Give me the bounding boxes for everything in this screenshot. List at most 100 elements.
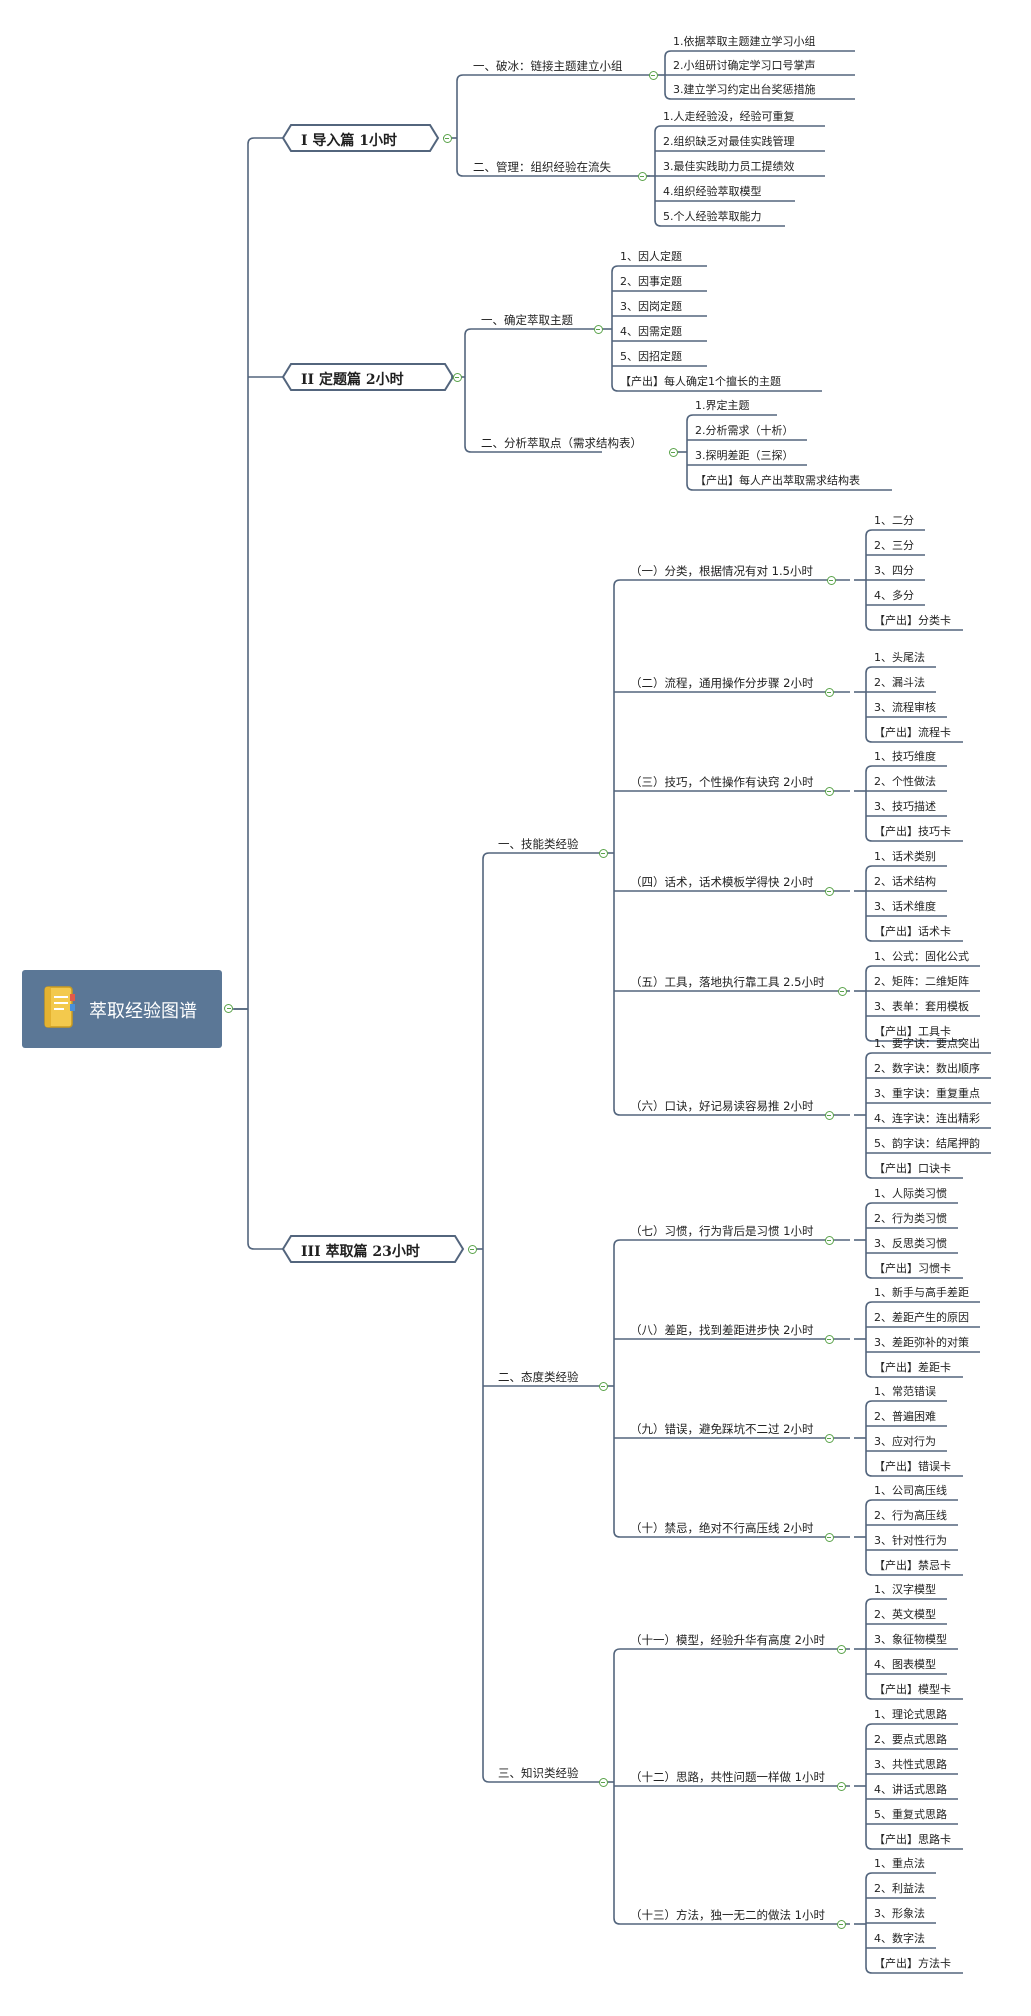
topic-label[interactable]: （十三）方法，独一无二的做法 1小时: [630, 1908, 825, 1922]
leaf-item[interactable]: 5、韵字诀：结尾押韵: [874, 1137, 980, 1150]
leaf-item[interactable]: 3、技巧描述: [874, 800, 936, 813]
leaf-item[interactable]: 【产出】思路卡: [874, 1833, 951, 1846]
topic-collapse-toggle[interactable]: [837, 986, 847, 996]
leaf-item[interactable]: 3、共性式思路: [874, 1758, 947, 1771]
leaf-item[interactable]: 2.小组研讨确定学习口号掌声: [673, 59, 816, 72]
topic-collapse-toggle[interactable]: [836, 1781, 846, 1791]
leaf-item[interactable]: 【产出】话术卡: [874, 925, 951, 938]
topic-label[interactable]: （一）分类，根据情况有对 1.5小时: [630, 564, 813, 578]
leaf-item[interactable]: 3.建立学习约定出台奖惩措施: [673, 83, 816, 96]
leaf-item[interactable]: 1、人际类习惯: [874, 1187, 947, 1200]
leaf-item[interactable]: 3.最佳实践助力员工提绩效: [663, 160, 795, 173]
branch-collapse-toggle[interactable]: [648, 70, 658, 80]
leaf-item[interactable]: 1、常范错误: [874, 1385, 936, 1398]
leaf-item[interactable]: 3、形象法: [874, 1907, 925, 1920]
leaf-item[interactable]: 2、行为类习惯: [874, 1212, 947, 1225]
leaf-item[interactable]: 5.个人经验萃取能力: [663, 210, 762, 223]
category-collapse-toggle[interactable]: [598, 1777, 608, 1787]
topic-label[interactable]: （十）禁忌，绝对不行高压线 2小时: [630, 1521, 814, 1535]
leaf-item[interactable]: 3、话术维度: [874, 900, 936, 913]
topic-collapse-toggle[interactable]: [824, 687, 834, 697]
leaf-item[interactable]: 4.组织经验萃取模型: [663, 185, 762, 198]
leaf-item[interactable]: 1、公司高压线: [874, 1484, 947, 1497]
leaf-item[interactable]: 【产出】工具卡: [874, 1025, 951, 1038]
leaf-item[interactable]: 【产出】分类卡: [874, 614, 951, 627]
branch-label[interactable]: 一、确定萃取主题: [481, 313, 573, 327]
topic-collapse-toggle[interactable]: [824, 1110, 834, 1120]
branch-collapse-toggle[interactable]: [637, 171, 647, 181]
branch-collapse-toggle[interactable]: [668, 447, 678, 457]
section-2-collapse-toggle[interactable]: [452, 372, 462, 382]
leaf-item[interactable]: 3.探明差距（三探）: [695, 449, 794, 462]
topic-label[interactable]: （五）工具，落地执行靠工具 2.5小时: [630, 975, 825, 989]
leaf-item[interactable]: 5、重复式思路: [874, 1808, 947, 1821]
section-2-title[interactable]: II 定题篇 2小时: [301, 372, 404, 388]
topic-collapse-toggle[interactable]: [824, 1433, 834, 1443]
leaf-item[interactable]: 1、重点法: [874, 1857, 925, 1870]
leaf-item[interactable]: 3、反思类习惯: [874, 1237, 947, 1250]
category-label[interactable]: 二、态度类经验: [498, 1370, 579, 1384]
leaf-item[interactable]: 4、因需定题: [620, 325, 682, 338]
leaf-item[interactable]: 2、普遍困难: [874, 1410, 936, 1423]
branch-label[interactable]: 二、分析萃取点（需求结构表）: [481, 436, 642, 450]
leaf-item[interactable]: 1、因人定题: [620, 250, 682, 263]
topic-label[interactable]: （九）错误，避免踩坑不二过 2小时: [630, 1422, 814, 1436]
topic-collapse-toggle[interactable]: [824, 886, 834, 896]
root-topic[interactable]: 萃取经验图谱: [22, 970, 222, 1048]
leaf-item[interactable]: 2、因事定题: [620, 275, 682, 288]
leaf-item[interactable]: 【产出】技巧卡: [874, 825, 951, 838]
leaf-item[interactable]: 3、应对行为: [874, 1435, 936, 1448]
leaf-item[interactable]: 1.人走经验没，经验可重复: [663, 110, 795, 123]
leaf-item[interactable]: 4、连字诀：连出精彩: [874, 1112, 980, 1125]
leaf-item[interactable]: 【产出】方法卡: [874, 1957, 951, 1970]
topic-collapse-toggle[interactable]: [824, 1334, 834, 1344]
leaf-item[interactable]: 2、漏斗法: [874, 676, 925, 689]
leaf-item[interactable]: 4、讲话式思路: [874, 1783, 947, 1796]
leaf-item[interactable]: 【产出】禁忌卡: [874, 1559, 951, 1572]
leaf-item[interactable]: 3、流程审核: [874, 701, 936, 714]
leaf-item[interactable]: 4、数字法: [874, 1932, 925, 1945]
leaf-item[interactable]: 3、重字诀：重复重点: [874, 1087, 980, 1100]
leaf-item[interactable]: 4、图表模型: [874, 1658, 936, 1671]
leaf-item[interactable]: 3、针对性行为: [874, 1534, 947, 1547]
leaf-item[interactable]: 【产出】习惯卡: [874, 1262, 951, 1275]
category-label[interactable]: 三、知识类经验: [498, 1766, 579, 1780]
leaf-item[interactable]: 1、头尾法: [874, 651, 925, 664]
topic-collapse-toggle[interactable]: [824, 1235, 834, 1245]
leaf-item[interactable]: 2、话术结构: [874, 875, 936, 888]
leaf-item[interactable]: 1、要字诀：要点突出: [874, 1037, 980, 1050]
leaf-item[interactable]: 2、三分: [874, 539, 914, 552]
leaf-item[interactable]: 2.组织缺乏对最佳实践管理: [663, 135, 795, 148]
leaf-item[interactable]: 2、英文模型: [874, 1608, 936, 1621]
section-3-title[interactable]: III 萃取篇 23小时: [301, 1244, 420, 1260]
leaf-item[interactable]: 1、汉字模型: [874, 1583, 936, 1596]
topic-label[interactable]: （七）习惯，行为背后是习惯 1小时: [630, 1224, 814, 1238]
leaf-item[interactable]: 2、数字诀：数出顺序: [874, 1062, 980, 1075]
topic-collapse-toggle[interactable]: [824, 1532, 834, 1542]
topic-label[interactable]: （十二）思路，共性问题一样做 1小时: [630, 1770, 825, 1784]
category-label[interactable]: 一、技能类经验: [498, 837, 579, 851]
leaf-item[interactable]: 2、个性做法: [874, 775, 936, 788]
leaf-item[interactable]: 【产出】差距卡: [874, 1361, 951, 1374]
topic-collapse-toggle[interactable]: [824, 786, 834, 796]
leaf-item[interactable]: 3、差距弥补的对策: [874, 1336, 969, 1349]
leaf-item[interactable]: 3、因岗定题: [620, 300, 682, 313]
leaf-item[interactable]: 1、公式：固化公式: [874, 950, 969, 963]
leaf-item[interactable]: 【产出】每人产出萃取需求结构表: [695, 474, 860, 487]
branch-label[interactable]: 一、破冰：链接主题建立小组: [473, 59, 623, 73]
leaf-item[interactable]: 3、象征物模型: [874, 1633, 947, 1646]
leaf-item[interactable]: 5、因招定题: [620, 350, 682, 363]
leaf-item[interactable]: 【产出】错误卡: [874, 1460, 951, 1473]
leaf-item[interactable]: 1、技巧维度: [874, 750, 936, 763]
branch-label[interactable]: 二、管理：组织经验在流失: [473, 160, 611, 174]
leaf-item[interactable]: 2、要点式思路: [874, 1733, 947, 1746]
leaf-item[interactable]: 1、新手与高手差距: [874, 1286, 969, 1299]
topic-label[interactable]: （三）技巧，个性操作有诀窍 2小时: [630, 775, 814, 789]
topic-label[interactable]: （二）流程，通用操作分步骤 2小时: [630, 676, 814, 690]
topic-label[interactable]: （十一）模型，经验升华有高度 2小时: [630, 1633, 825, 1647]
leaf-item[interactable]: 3、四分: [874, 564, 914, 577]
topic-label[interactable]: （八）差距，找到差距进步快 2小时: [630, 1323, 814, 1337]
leaf-item[interactable]: 2、差距产生的原因: [874, 1311, 969, 1324]
leaf-item[interactable]: 2、矩阵：二维矩阵: [874, 975, 969, 988]
topic-collapse-toggle[interactable]: [836, 1919, 846, 1929]
